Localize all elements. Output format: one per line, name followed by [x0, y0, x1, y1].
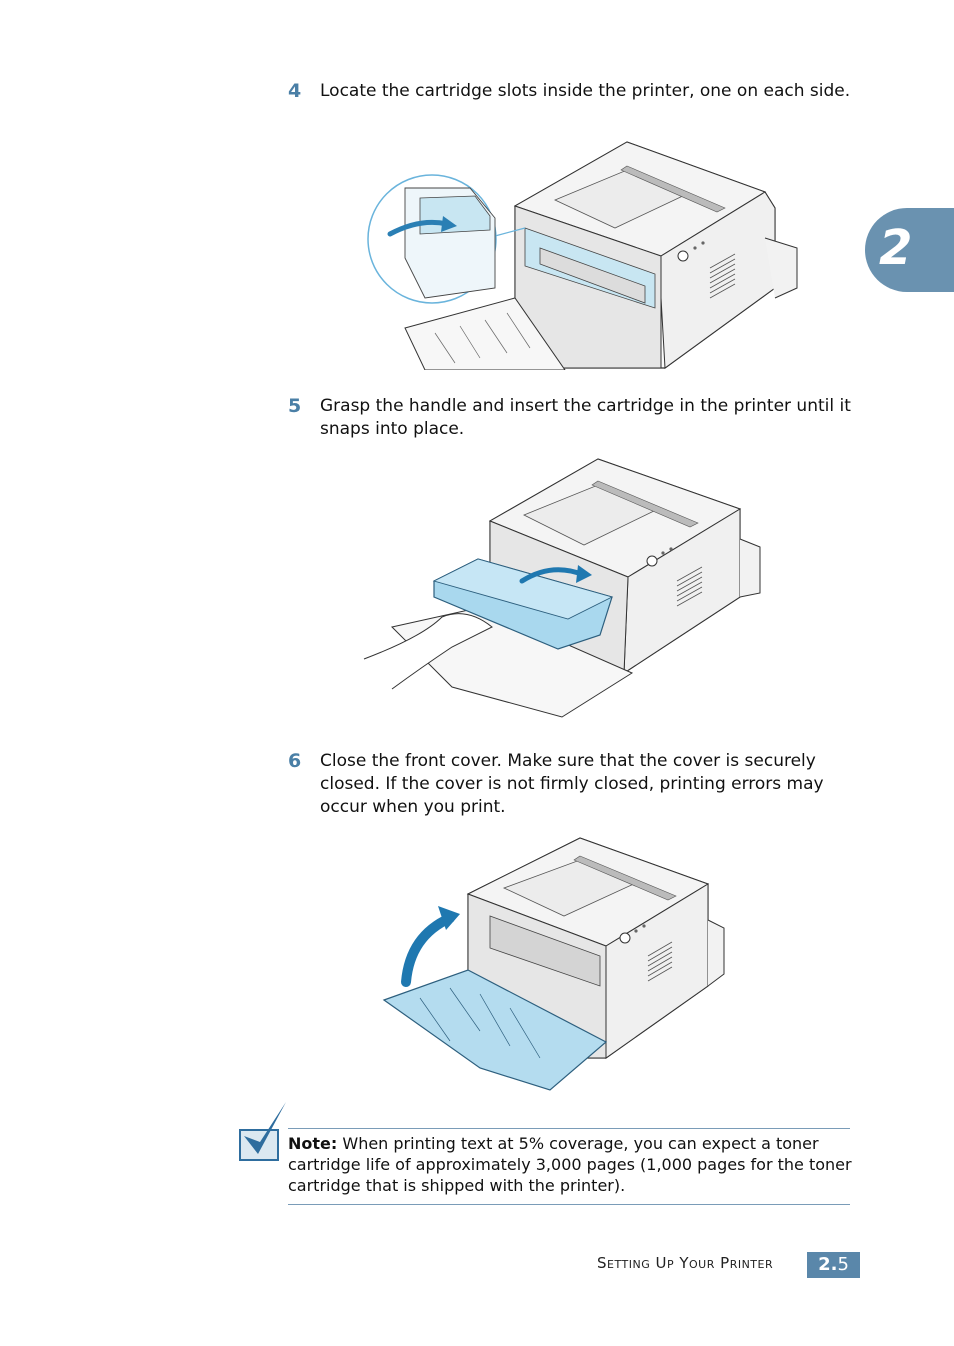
- page-number: 5: [837, 1254, 849, 1275]
- chapter-number: 2: [879, 220, 913, 276]
- note-body: When printing text at 5% coverage, you c…: [288, 1134, 852, 1195]
- page-chapter: 2.: [818, 1254, 838, 1275]
- step-text: Grasp the handle and insert the cartridg…: [320, 396, 851, 439]
- note-top-rule: [288, 1128, 850, 1129]
- footer-section-title: Setting Up Your Printer: [597, 1254, 774, 1272]
- note-bottom-rule: [288, 1204, 850, 1205]
- step-text: Locate the cartridge slots inside the pr…: [320, 81, 851, 101]
- step-text: Close the front cover. Make sure that th…: [320, 751, 824, 817]
- checkmark-note-icon: [239, 1102, 286, 1161]
- figure-insert-cartridge: [363, 458, 761, 718]
- step-number: 5: [288, 395, 302, 417]
- figure-cartridge-slots: [367, 141, 798, 370]
- step-number: 4: [288, 80, 302, 102]
- chapter-tab: [865, 208, 954, 292]
- note: Note: When printing text at 5% coverage,…: [288, 1133, 853, 1196]
- page-number-box: 2.5: [807, 1252, 860, 1278]
- step-number: 6: [288, 750, 302, 772]
- figure-close-cover: [382, 837, 725, 1091]
- note-label: Note:: [288, 1134, 338, 1153]
